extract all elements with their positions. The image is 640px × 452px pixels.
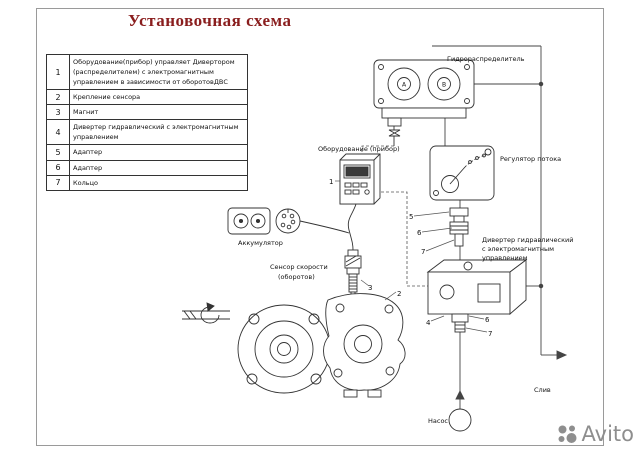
legend-table: 1 Оборудование(прибор) управляет Диверто… xyxy=(46,53,248,191)
accumulator-drawing xyxy=(227,207,350,235)
avito-watermark-text: Avito xyxy=(581,422,634,446)
legend-row: 1 Оборудование(прибор) управляет Диверто… xyxy=(46,53,248,91)
control-wiring xyxy=(361,145,428,287)
port-a-label: A xyxy=(402,82,407,89)
flow-regulator-label: Регулятор потока xyxy=(500,155,561,163)
callout-5: 5 xyxy=(409,213,413,221)
accumulator-label: Аккумулятор xyxy=(238,239,283,247)
legend-row-desc: Адаптер xyxy=(69,159,248,176)
legend-row: 2 Крепление сенсора xyxy=(46,89,248,106)
pump-drawing xyxy=(448,408,472,432)
drain-arrow-icon xyxy=(556,350,568,360)
flow-up-arrow-icon xyxy=(455,389,465,400)
callout-6b: 6 xyxy=(485,316,490,324)
port-b-label: B xyxy=(442,82,446,89)
callout-4: 4 xyxy=(426,319,431,327)
legend-row-desc: Кольцо xyxy=(69,174,248,191)
legend-row-number: 5 xyxy=(46,144,70,161)
hydraulic-distributor-drawing xyxy=(373,59,475,146)
callout-2: 2 xyxy=(397,290,401,298)
drain-label: Слив xyxy=(534,386,551,394)
legend-row: 7 Кольцо xyxy=(46,174,248,191)
speed-sensor-label-line1: Сенсор скорости xyxy=(270,263,328,271)
legend-row-number: 7 xyxy=(46,174,70,191)
callout-leaders xyxy=(335,180,488,333)
speed-sensor-label-line2: (оборотов) xyxy=(278,273,315,281)
callout-7: 7 xyxy=(421,248,425,256)
legend-row-desc: Оборудование(прибор) управляет Диверторо… xyxy=(69,53,248,91)
callout-7b: 7 xyxy=(488,330,492,338)
avito-logo-icon xyxy=(558,425,577,443)
bell-housing xyxy=(323,293,406,391)
legend-row-desc: Дивертер гидравлический с электромагнитн… xyxy=(69,119,248,146)
legend-row-desc: Магнит xyxy=(69,104,248,121)
flow-regulator-drawing xyxy=(429,145,495,201)
callout-1: 1 xyxy=(329,178,333,186)
sensor-cable xyxy=(347,203,357,251)
equipment-label: Оборудование (прибор) xyxy=(318,145,400,153)
legend-row: 6 Адаптер xyxy=(46,159,248,176)
avito-watermark: Avito xyxy=(556,422,634,446)
callout-3: 3 xyxy=(368,284,372,292)
diverter-label-line2: с электромагнитным xyxy=(482,245,554,253)
legend-row: 3 Магнит xyxy=(46,104,248,121)
legend-row-desc: Крепление сенсора xyxy=(69,89,248,106)
speed-sensor-drawing xyxy=(344,249,362,301)
engine-flange-drawing xyxy=(182,293,406,398)
diverter-label-line3: управлением xyxy=(482,254,528,262)
diverter-drawing xyxy=(426,207,528,333)
equipment-device-drawing xyxy=(339,153,381,251)
legend-row-number: 4 xyxy=(46,119,70,146)
callout-6: 6 xyxy=(417,229,422,237)
hydraulic-lines xyxy=(432,45,568,409)
diverter-label-line1: Дивертер гидравлический xyxy=(482,236,573,244)
connector-cable xyxy=(299,220,350,234)
page-title: Установочная схема xyxy=(128,11,292,30)
legend-row: 4 Дивертер гидравлический с электромагни… xyxy=(46,119,248,146)
drawing-frame xyxy=(36,8,604,446)
pump-label: Насос xyxy=(428,417,448,425)
device-display xyxy=(345,166,369,177)
distributor-label: Гидрораспределитель xyxy=(447,55,525,63)
